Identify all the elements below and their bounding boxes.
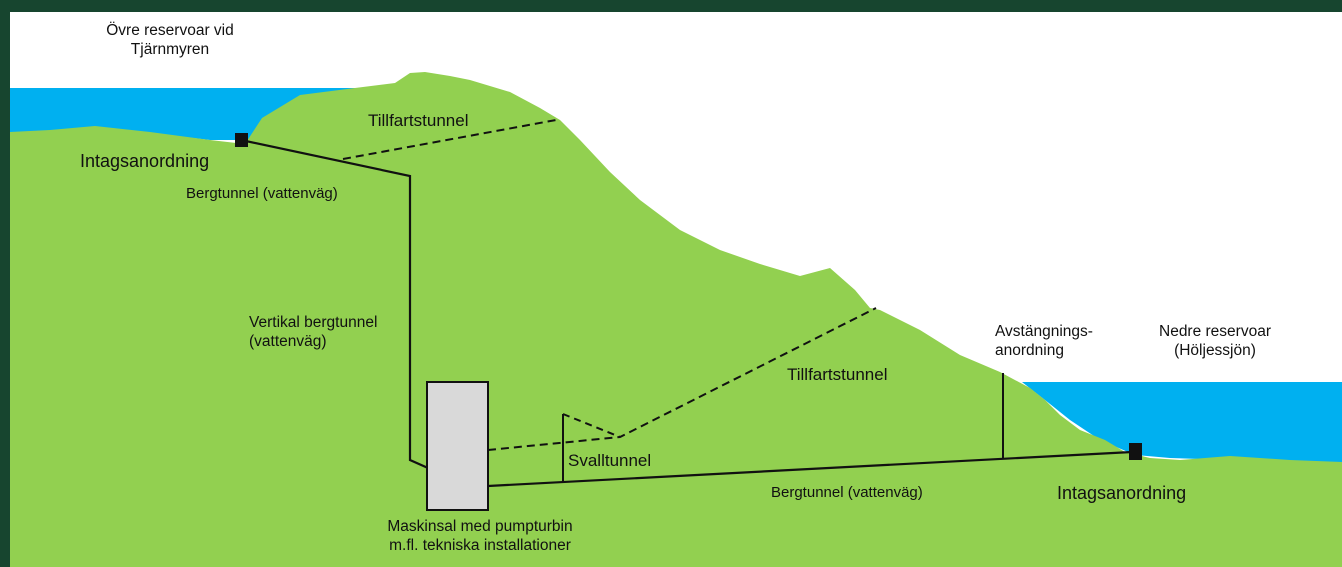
vertical-tunnel-label-line2: (vattenväg) — [249, 333, 327, 351]
rock-tunnel-lower-line — [487, 450, 1133, 488]
upper-access-tunnel-label: Tillfartstunnel — [368, 111, 469, 130]
machine-hall-label: Maskinsal med pumpturbin m.fl. tekniska … — [360, 517, 600, 556]
upper-rock-tunnel-label: Bergtunnel (vattenväg) — [186, 185, 338, 202]
shutoff-device-label: Avstängnings- anordning — [995, 322, 1093, 361]
mountain-ground — [10, 72, 1342, 567]
lower-access-tunnel-label: Tillfartstunnel — [787, 365, 888, 384]
vertical-tunnel-label: Vertikal bergtunnel (vattenväg) — [249, 313, 377, 352]
upper-reservoir-label-line1: Övre reservoar vid — [106, 22, 234, 39]
lower-reservoir-label-line1: Nedre reservoar — [1159, 323, 1271, 340]
access-tunnel-lower-line — [487, 307, 877, 451]
upper-reservoir-label: Övre reservoar vid Tjärnmyren — [70, 21, 270, 60]
surge-tunnel-branch — [562, 413, 621, 438]
lower-intake-label: Intagsanordning — [1057, 483, 1187, 503]
upper-intake-marker — [235, 133, 248, 147]
lower-reservoir-water — [1022, 382, 1342, 470]
vertical-tunnel-label-line1: Vertikal bergtunnel — [249, 314, 378, 331]
lower-reservoir-label-line2: (Höljessjön) — [1174, 342, 1256, 360]
machine-hall-label-line1: Maskinsal med pumpturbin — [387, 518, 573, 535]
machine-hall-box — [426, 381, 489, 511]
shutoff-device-label-line2: anordning — [995, 342, 1064, 360]
surge-tunnel-label: Svalltunnel — [568, 451, 652, 470]
lower-rock-tunnel-label: Bergtunnel (vattenväg) — [771, 484, 923, 501]
machine-hall-label-line2: m.fl. tekniska installationer — [389, 537, 571, 555]
upper-reservoir-label-line2: Tjärnmyren — [130, 41, 210, 59]
upper-intake-label: Intagsanordning — [80, 151, 210, 171]
lower-reservoir-label: Nedre reservoar (Höljessjön) — [1140, 322, 1290, 361]
access-tunnel-upper-line — [342, 119, 557, 160]
shutoff-device-label-line1: Avstängnings- — [995, 323, 1093, 340]
lower-intake-marker — [1129, 443, 1142, 460]
rock-tunnel-upper-line — [240, 138, 429, 470]
